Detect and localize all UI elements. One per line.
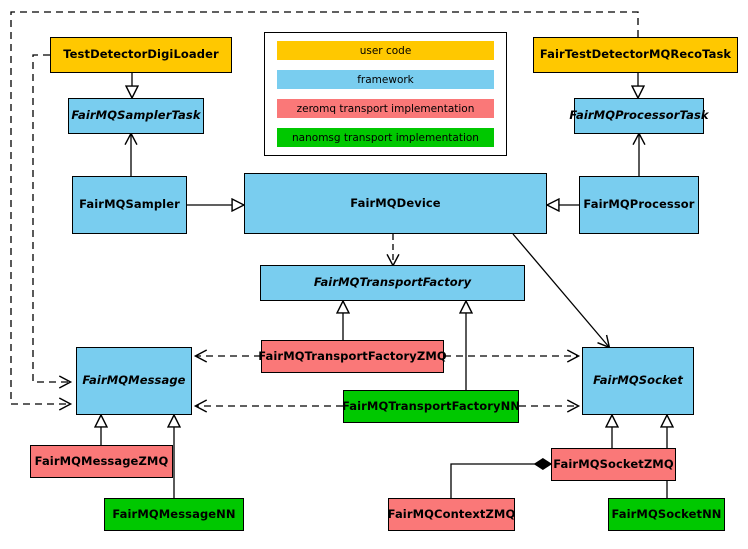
- class-label-fairmqsampler: FairMQSampler: [79, 197, 180, 212]
- class-label-fairmqprocessortask: FairMQProcessorTask: [569, 108, 709, 123]
- class-box-fairmqsampler[interactable]: FairMQSampler: [72, 176, 187, 234]
- class-label-fairmqtransportfactoryzmq: FairMQTransportFactoryZMQ: [258, 348, 447, 363]
- class-label-fairmqmessagezmq: FairMQMessageZMQ: [34, 453, 169, 468]
- legend-item-zeromq: zeromq transport implementation: [277, 99, 494, 118]
- legend-item-user-code: user code: [277, 41, 494, 60]
- class-box-fairmqsocket[interactable]: FairMQSocket: [582, 347, 694, 415]
- class-box-fairmqsamplertask[interactable]: FairMQSamplerTask: [68, 98, 204, 134]
- class-box-fairtestdetectormqrecotask[interactable]: FairTestDetectorMQRecoTask: [533, 37, 738, 73]
- class-box-fairmqtransportfactorynn[interactable]: FairMQTransportFactoryNN: [341, 390, 521, 423]
- class-label-fairmqsocket: FairMQSocket: [593, 373, 683, 388]
- class-label-fairmqcontextzmq: FairMQContextZMQ: [387, 506, 516, 521]
- class-label-fairmqmessagenn: FairMQMessageNN: [112, 506, 236, 521]
- class-box-testdetectordigiloader[interactable]: TestDetectorDigiLoader: [50, 37, 232, 73]
- class-box-fairmqdevice[interactable]: FairMQDevice: [244, 173, 547, 234]
- class-box-fairmqtransportfactoryzmq[interactable]: FairMQTransportFactoryZMQ: [258, 340, 447, 373]
- class-box-fairmqmessagenn[interactable]: FairMQMessageNN: [104, 498, 244, 531]
- class-box-fairmqprocessortask[interactable]: FairMQProcessorTask: [569, 98, 709, 134]
- edge-device-to-socket: [512, 233, 611, 349]
- class-box-fairmqcontextzmq[interactable]: FairMQContextZMQ: [388, 498, 515, 531]
- class-box-fairmqtransportfactory[interactable]: FairMQTransportFactory: [260, 265, 525, 301]
- legend-item-framework: framework: [277, 70, 494, 89]
- class-box-fairmqmessagezmq[interactable]: FairMQMessageZMQ: [30, 445, 173, 478]
- class-label-fairmqdevice: FairMQDevice: [350, 195, 441, 210]
- legend: user code framework zeromq transport imp…: [264, 32, 507, 156]
- class-label-fairmqprocessor: FairMQProcessor: [583, 197, 695, 212]
- legend-label-user-code: user code: [359, 44, 412, 57]
- class-label-fairmqtransportfactorynn: FairMQTransportFactoryNN: [341, 398, 521, 413]
- class-box-fairmqmessage[interactable]: FairMQMessage: [76, 347, 192, 415]
- class-label-fairmqmessage: FairMQMessage: [82, 373, 186, 388]
- class-box-fairmqprocessor[interactable]: FairMQProcessor: [579, 176, 699, 234]
- class-label-fairmqsamplertask: FairMQSamplerTask: [71, 108, 201, 123]
- class-label-fairmqsocketnn: FairMQSocketNN: [611, 506, 722, 521]
- class-label-testdetectordigiloader: TestDetectorDigiLoader: [63, 47, 219, 62]
- edge-digiloader-to-message: [32, 54, 73, 389]
- class-label-fairtestdetectormqrecotask: FairTestDetectorMQRecoTask: [539, 47, 732, 62]
- class-label-fairmqtransportfactory: FairMQTransportFactory: [313, 275, 472, 290]
- legend-label-nanomsg: nanomsg transport implementation: [292, 131, 479, 144]
- legend-label-framework: framework: [357, 73, 414, 86]
- class-box-fairmqsocketzmq[interactable]: FairMQSocketZMQ: [551, 448, 676, 481]
- edge-contextzmq-to-socketzmq: [450, 464, 551, 498]
- class-box-fairmqsocketnn[interactable]: FairMQSocketNN: [608, 498, 725, 531]
- legend-item-nanomsg: nanomsg transport implementation: [277, 128, 494, 147]
- legend-label-zeromq: zeromq transport implementation: [296, 102, 475, 115]
- class-label-fairmqsocketzmq: FairMQSocketZMQ: [553, 456, 674, 471]
